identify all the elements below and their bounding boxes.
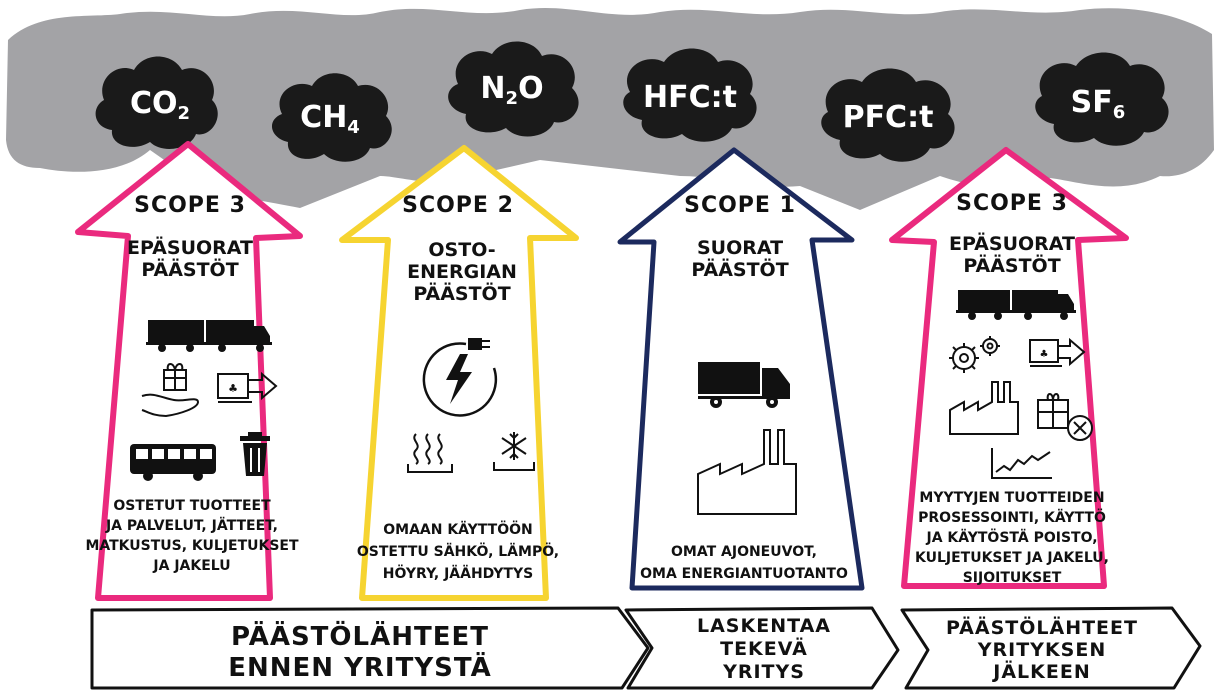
heading-line: EPÄSUORAT (127, 235, 253, 259)
gas-sf6: SF6 (1035, 52, 1169, 146)
band-line: YRITYKSEN (977, 639, 1106, 661)
band-line: TEKEVÄ (720, 636, 808, 660)
electricity-plug-icon (422, 338, 498, 417)
description-line: OSTETUT TUOTTEET (113, 498, 271, 514)
description-line: KULJETUKSET JA JAKELU, (915, 550, 1109, 566)
delivery-box-icon: ♣ (1029, 337, 1086, 367)
factory-icon (697, 429, 797, 515)
svg-text:♣: ♣ (228, 382, 238, 395)
band-line: YRITYS (722, 661, 805, 683)
description-line: MATKUSTUS, KULJETUKSET (85, 538, 299, 554)
scope-label: SCOPE 2 (402, 193, 514, 218)
arrow-scope1: SCOPE 1 SUORAT PÄÄSTÖT OMAT AJONEUVOT, O… (617, 147, 865, 591)
heading-line: OSTO- (428, 239, 495, 261)
band-company: LASKENTAA TEKEVÄ YRITYS (624, 606, 900, 690)
gas-label-sf6: SF6 (1071, 85, 1126, 123)
description-line: OSTETTU SÄHKÖ, LÄMPÖ, (357, 542, 559, 560)
bus-icon (130, 444, 216, 481)
truck-icon (698, 362, 790, 408)
svg-text:♣: ♣ (1040, 349, 1049, 360)
arrow-scope2: SCOPE 2 OSTO- ENERGIAN PÄÄSTÖT OMAAN KÄY… (339, 145, 579, 601)
delivery-box-icon: ♣ (217, 371, 278, 403)
band-line: PÄÄSTÖLÄHTEET (946, 615, 1138, 639)
band-downstream: PÄÄSTÖLÄHTEET YRITYKSEN JÄLKEEN (900, 606, 1202, 690)
band-line: JÄLKEEN (991, 659, 1090, 683)
gas-label-pfc: PFC:t (843, 100, 934, 135)
band-line: ENNEN YRITYSTÄ (228, 651, 492, 683)
gift-hand-icon (141, 363, 200, 418)
arrow-scope3-upstream: SCOPE 3 EPÄSUORAT PÄÄSTÖT ♣ (75, 141, 303, 601)
description-line: OMA ENERGIANTUOTANTO (640, 566, 848, 582)
gears-icon (949, 336, 1000, 373)
description-line: HÖYRY, JÄÄHDYTYS (383, 564, 533, 582)
scope-label: SCOPE 3 (956, 191, 1068, 216)
description-line: SIJOITUKSET (963, 570, 1062, 586)
gas-co2: CO2 (95, 56, 218, 149)
truck-trailer-icon (146, 320, 272, 352)
gas-ch4: CH4 (271, 73, 392, 162)
gas-label-hfc: HFC:t (643, 80, 737, 115)
description-line: PROSESSOINTI, KÄYTTÖ (918, 508, 1106, 526)
description-line: JA JAKELU (152, 558, 230, 574)
band-line: PÄÄSTÖLÄHTEET (231, 619, 489, 652)
heading-line: PÄÄSTÖT (691, 257, 788, 281)
gas-pfc: PFC:t (821, 68, 955, 162)
gas-n2o: N2O (448, 41, 579, 137)
snowflake-icon (493, 432, 535, 471)
description-line: OMAT AJONEUVOT, (671, 544, 817, 560)
heading-line: EPÄSUORAT (949, 231, 1075, 255)
gas-label-co2: CO2 (130, 86, 190, 124)
heading-line: PÄÄSTÖT (413, 281, 510, 305)
heading-line: PÄÄSTÖT (963, 253, 1060, 277)
heading-line: PÄÄSTÖT (141, 257, 238, 281)
gas-label-n2o: N2O (480, 71, 543, 109)
scope-label: SCOPE 1 (684, 193, 796, 218)
description-line: JA PALVELUT, JÄTTEET, (105, 517, 278, 534)
truck-trailer-icon (956, 290, 1076, 320)
description-line: MYYTYJEN TUOTTEIDEN (919, 490, 1104, 506)
heading-line: ENERGIAN (407, 261, 517, 283)
package-cancel-icon (1037, 393, 1093, 441)
trash-bin-icon (240, 432, 270, 476)
scope-label: SCOPE 3 (134, 193, 246, 218)
gas-label-ch4: CH4 (300, 100, 360, 138)
description-line: OMAAN KÄYTTÖÖN (383, 520, 533, 538)
band-line: LASKENTAA (697, 615, 831, 637)
factory-icon (949, 381, 1019, 435)
band-upstream: PÄÄSTÖLÄHTEET ENNEN YRITYSTÄ (90, 606, 650, 690)
arrow-scope3-downstream: SCOPE 3 EPÄSUORAT PÄÄSTÖT ♣ (889, 147, 1129, 589)
gas-hfc: HFC:t (623, 48, 757, 142)
investment-chart-icon (991, 448, 1052, 479)
heat-icon (407, 433, 453, 473)
description-line: JA KÄYTÖSTÄ POISTO, (925, 528, 1097, 546)
heading-line: SUORAT (697, 237, 783, 259)
